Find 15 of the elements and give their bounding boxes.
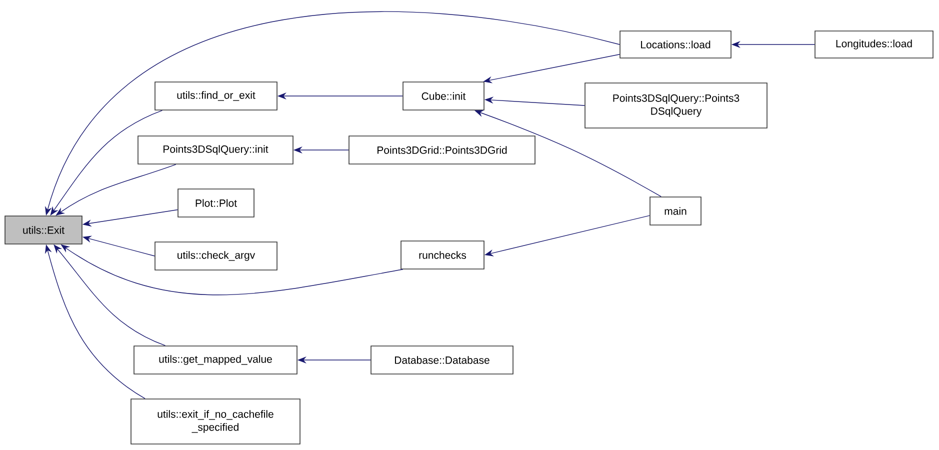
function-box: utils::get_mapped_value [134,346,298,374]
function-box: utils::check_argv [154,242,278,270]
function-box: utils::find_or_exit [154,82,278,110]
function-box: Points3DGrid::Points3DGrid [348,136,536,164]
function-box: Locations::load [620,30,732,58]
function-box: Cube::init [402,82,484,110]
function-box: Points3DSqlQuery::init [138,136,294,164]
function-box: runchecks [400,240,484,270]
function-box: Points3DSqlQuery::Points3 DSqlQuery [584,82,768,128]
function-box: Plot::Plot [178,188,254,218]
function-box: main [650,196,702,226]
function-box: utils::exit_if_no_cachefile _specified [130,398,300,444]
function-box: Longitudes::load [814,30,934,58]
function-box: utils::Exit [4,216,82,244]
function-box: Database::Database [370,346,514,374]
